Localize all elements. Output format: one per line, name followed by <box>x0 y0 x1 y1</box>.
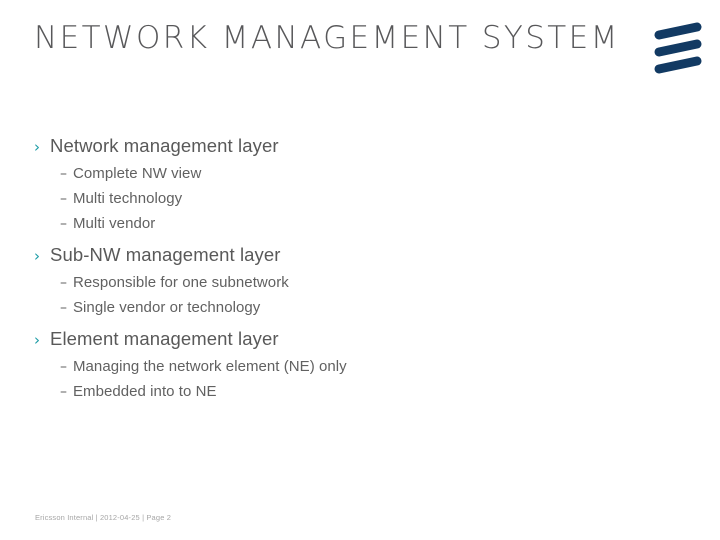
chevron-right-icon: › <box>34 138 40 156</box>
bullet-level2-multi-technology: – Multi technology <box>34 187 654 211</box>
bullet-level2-label: Complete NW view <box>73 165 202 182</box>
dash-icon: – <box>60 191 67 207</box>
bullet-level2-label: Multi technology <box>73 190 183 207</box>
chevron-right-icon: › <box>34 247 40 265</box>
dash-icon: – <box>60 275 67 291</box>
bullet-level2-responsible-for-one-subnetwork: – Responsible for one subnetwork <box>34 271 654 295</box>
bullet-level2-single-vendor-or-technology: – Single vendor or technology <box>34 296 654 320</box>
bullet-level2-label: Embedded into to NE <box>73 383 217 400</box>
slide-footer: Ericsson Internal | 2012-04-25 | Page 2 <box>35 513 172 522</box>
ericsson-logo <box>653 22 705 76</box>
bullet-level1-label: Element management layer <box>50 328 279 349</box>
bullet-group-2: › Sub-NW management layer – Responsible … <box>34 242 654 320</box>
bullet-level2-complete-nw-view: – Complete NW view <box>34 162 654 186</box>
dash-icon: – <box>60 300 67 316</box>
bullet-level1-label: Sub-NW management layer <box>50 244 281 265</box>
bullet-level2-multi-vendor: – Multi vendor <box>34 212 654 236</box>
bullet-level1-network-management-layer: › Network management layer <box>34 133 654 160</box>
bullet-level1-element-management-layer: › Element management layer <box>34 326 654 353</box>
bullet-level2-label: Responsible for one subnetwork <box>73 274 289 291</box>
bullet-level2-managing-the-network-element: – Managing the network element (NE) only <box>34 355 654 379</box>
bullet-level2-label: Managing the network element (NE) only <box>73 358 347 375</box>
bullet-level1-sub-nw-management-layer: › Sub-NW management layer <box>34 242 654 269</box>
bullet-level2-label: Single vendor or technology <box>73 299 261 316</box>
bullet-group-1: › Network management layer – Complete NW… <box>34 133 654 236</box>
dash-icon: – <box>60 216 67 232</box>
bullet-content: › Network management layer – Complete NW… <box>34 133 654 405</box>
dash-icon: – <box>60 384 67 400</box>
dash-icon: – <box>60 359 67 375</box>
bullet-level2-label: Multi vendor <box>73 215 156 232</box>
chevron-right-icon: › <box>34 331 40 349</box>
ericsson-logo-icon <box>654 22 702 74</box>
bullet-group-3: › Element management layer – Managing th… <box>34 326 654 404</box>
bullet-level2-embedded-into-to-ne: – Embedded into to NE <box>34 380 654 404</box>
bullet-level1-label: Network management layer <box>50 135 279 156</box>
dash-icon: – <box>60 166 67 182</box>
page-title: NETWORK MANAGEMENT SYSTEM <box>34 20 620 56</box>
